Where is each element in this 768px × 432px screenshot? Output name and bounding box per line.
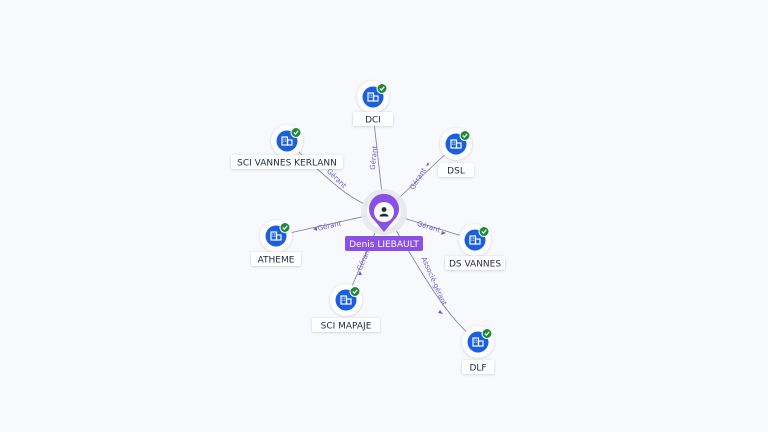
person-icon <box>379 207 389 217</box>
company-node-ds-vannes[interactable]: DS VANNES <box>445 224 505 270</box>
company-name: ATHEME <box>258 256 295 266</box>
person-name: Denis LIEBAULT <box>349 240 419 250</box>
company-node-sci-vannes-kerlann[interactable]: SCI VANNES KERLANN <box>231 125 343 169</box>
company-node-dlf[interactable]: DLF <box>462 326 494 374</box>
edge-label-ds-vannes: Gérant <box>416 220 442 235</box>
company-name: SCI MAPAJE <box>321 322 372 332</box>
company-node-atheme[interactable]: ATHEME <box>251 220 301 266</box>
company-name: SCI VANNES KERLANN <box>237 159 337 169</box>
company-name: DLF <box>469 364 486 374</box>
edge-label-dlf: Associé-gérant <box>420 256 449 307</box>
company-name: DCI <box>365 116 381 126</box>
edge-label-dsl: Gérant <box>409 166 429 191</box>
edge-label-atheme: Gérant <box>317 219 343 232</box>
company-name: DS VANNES <box>449 260 501 270</box>
company-node-sci-mapaje[interactable]: SCI MAPAJE <box>312 284 380 332</box>
company-node-dci[interactable]: DCI <box>353 81 393 126</box>
person-node[interactable]: Denis LIEBAULT <box>345 189 423 251</box>
company-name: DSL <box>447 167 465 177</box>
edge-label-dci: Gérant <box>369 145 379 170</box>
company-node-dsl[interactable]: DSL <box>438 128 474 177</box>
